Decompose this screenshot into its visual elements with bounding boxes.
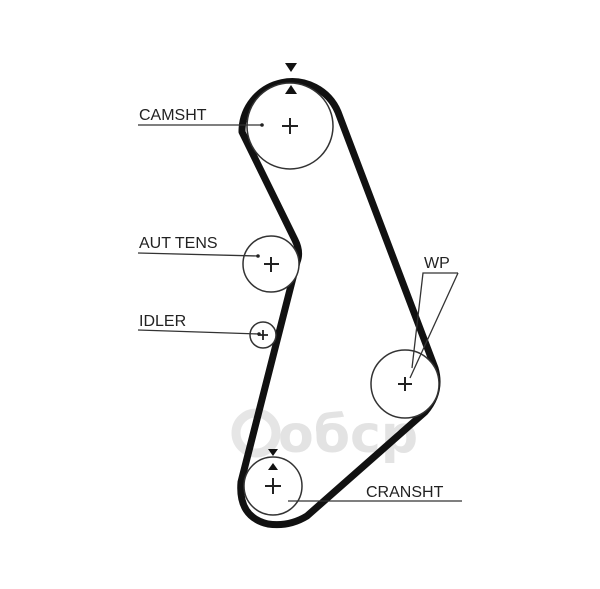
camshaft-center-cross [282, 118, 298, 134]
camshaft-timing-mark-outer [285, 63, 297, 72]
crankshaft-timing-mark-outer [268, 463, 278, 470]
idler-pulley [249, 321, 277, 349]
camshaft-label: CAMSHT [139, 107, 207, 124]
leader-lines [137, 124, 462, 502]
crankshaft-timing-mark-inner [268, 449, 278, 456]
auto-tensioner-label: AUT TENS [139, 235, 218, 252]
idler-label: IDLER [139, 313, 186, 330]
tensioner-leader-dot [256, 254, 260, 258]
camshaft-leader-dot [260, 123, 264, 127]
idler-leader [137, 329, 260, 335]
idler-leader-dot [257, 332, 261, 336]
crankshaft-center-cross [265, 478, 281, 494]
crankshaft-label: CRANSHT [366, 484, 444, 501]
crankshaft-pulley [243, 456, 303, 516]
camshaft-pulley [246, 82, 334, 170]
tensioner-leader [137, 252, 259, 257]
tensioner-center-cross [264, 257, 279, 272]
water-pump-leader-2 [409, 272, 459, 379]
water-pump-center-cross [398, 377, 412, 391]
water-pump-pulley [370, 349, 440, 419]
water-pump-leader-1 [411, 272, 458, 369]
camshaft-timing-mark-inner [285, 85, 297, 94]
auto-tensioner-pulley [242, 235, 300, 293]
water-pump-label: WP [424, 255, 450, 272]
